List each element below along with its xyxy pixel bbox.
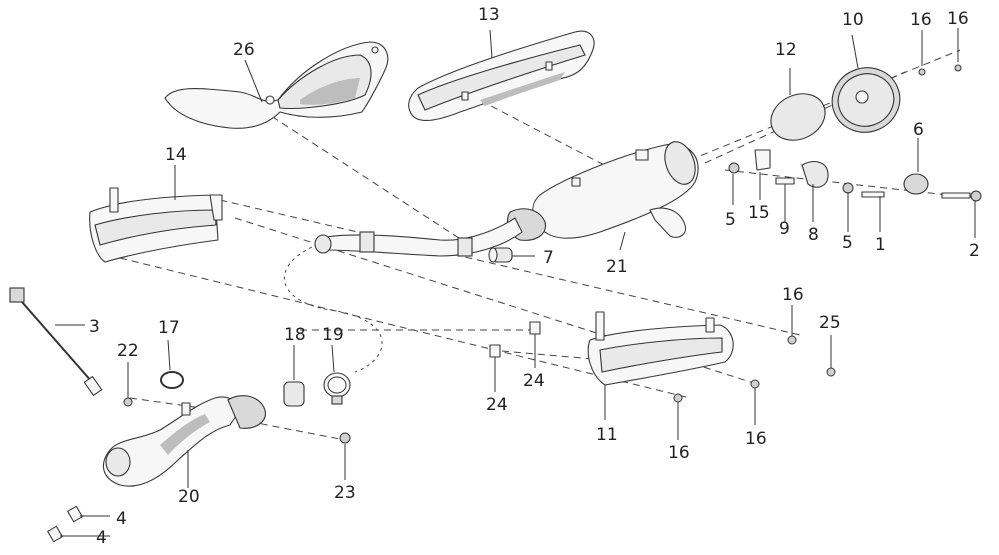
callout-21: 21	[606, 257, 628, 277]
callout-25: 25	[819, 313, 841, 333]
callout-2: 2	[969, 241, 980, 261]
heat-shield-front	[164, 41, 389, 129]
callout-16b: 16	[947, 9, 969, 29]
callout-7: 7	[543, 248, 554, 268]
callout-6: 6	[913, 120, 924, 140]
callout-5b: 5	[842, 233, 853, 253]
bracket-left	[89, 165, 223, 263]
callout-16d: 16	[668, 443, 690, 463]
callout-13: 13	[478, 5, 500, 25]
callout-18: 18	[284, 325, 306, 345]
small-parts-left	[123, 339, 351, 480]
callout-20: 20	[178, 487, 200, 507]
callout-5a: 5	[725, 210, 736, 230]
callout-1: 1	[875, 235, 886, 255]
rear-hardware	[728, 28, 982, 238]
heat-shield-rear	[408, 29, 595, 122]
callout-16c: 16	[782, 285, 804, 305]
end-cap-inner	[770, 68, 826, 141]
bracket-right	[587, 311, 734, 420]
end-cap-outer	[831, 34, 901, 133]
grommet	[488, 247, 535, 263]
callout-23: 23	[334, 483, 356, 503]
link-pipe	[314, 217, 523, 257]
gasket-and-clamp	[283, 344, 351, 407]
plugs	[47, 505, 110, 543]
muffler	[507, 141, 699, 251]
callout-17: 17	[158, 318, 180, 338]
o2-sensor	[9, 287, 103, 396]
callout-8: 8	[808, 225, 819, 245]
callout-11: 11	[596, 425, 618, 445]
callout-16a: 16	[910, 10, 932, 30]
callout-12: 12	[775, 40, 797, 60]
callout-16e: 16	[745, 429, 767, 449]
header-pipe	[102, 395, 266, 488]
callout-24b: 24	[523, 371, 545, 391]
callout-24a: 24	[486, 395, 508, 415]
callout-9: 9	[779, 219, 790, 239]
callout-26: 26	[233, 40, 255, 60]
callout-15: 15	[748, 203, 770, 223]
callout-3: 3	[89, 317, 100, 337]
callout-14: 14	[165, 145, 187, 165]
callout-19: 19	[322, 325, 344, 345]
callout-22: 22	[117, 341, 139, 361]
callout-4a: 4	[116, 509, 127, 529]
callout-10: 10	[842, 10, 864, 30]
callout-4b: 4	[96, 528, 107, 548]
clips-and-bolts	[489, 305, 836, 440]
callout-labels: 1 2 3 4 4 5 5 6 7 8 9 10 11 12 13 14 15 …	[89, 5, 980, 548]
